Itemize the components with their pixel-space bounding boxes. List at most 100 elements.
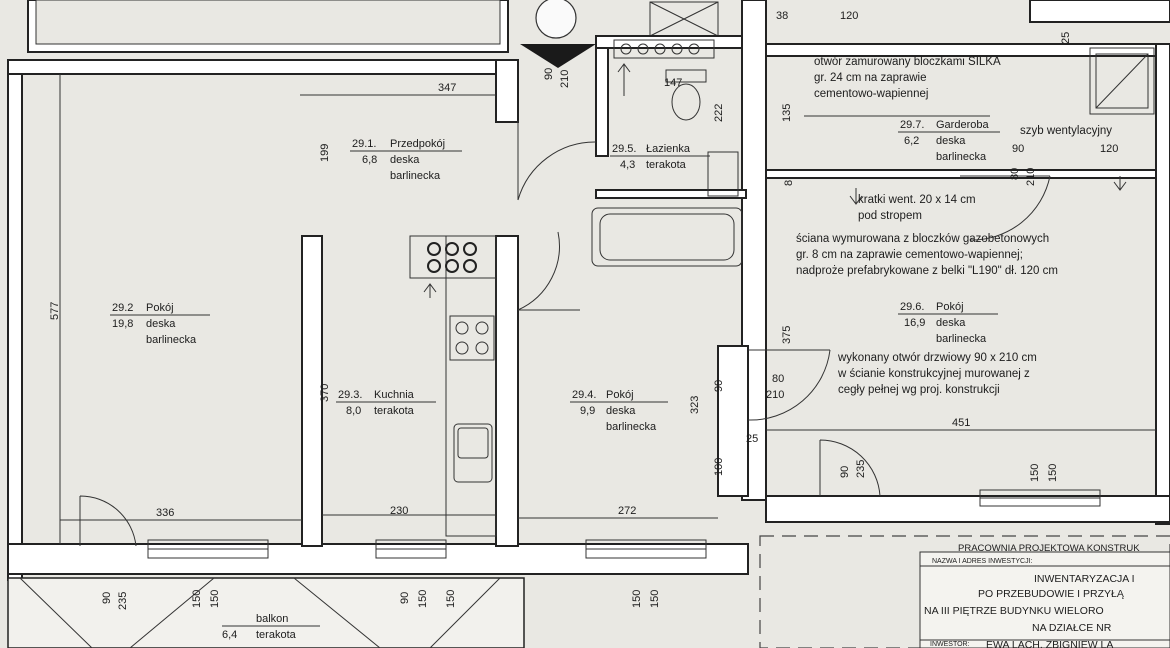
bath-vent-arrow [617, 63, 631, 96]
dimension-label: 90 [543, 68, 555, 80]
room-area: 6,2 [904, 135, 919, 147]
room-name: Łazienka [646, 143, 691, 155]
dimension-label: 100 [713, 458, 725, 476]
dimension-labels: 38 120 25 90 210 147 347 222 135 199 90 … [49, 10, 1118, 610]
room-area: 4,3 [620, 159, 635, 171]
toilet-cistern [665, 69, 707, 83]
dimension-label: 25 [1060, 32, 1072, 44]
room-floor: terakota [256, 629, 297, 641]
dimension-label: 120 [840, 10, 858, 22]
wall-hall-north [495, 59, 519, 123]
room-area: 9,9 [580, 405, 595, 417]
bath-north-wall [595, 35, 757, 49]
balcony-door-swing [79, 495, 137, 547]
room-id: 29.6. [900, 301, 924, 313]
kitchen-hob-top [409, 235, 497, 279]
dimension-label: 230 [390, 505, 408, 517]
room-id: 29.1. [352, 138, 376, 150]
room-floor: terakota [646, 159, 687, 171]
note-kratki: kratki went. 20 x 14 cm pod stropem [858, 194, 976, 222]
vent-arrow-right [1113, 176, 1127, 191]
dimension-label: 135 [781, 104, 793, 122]
room-label-przedpokoj: 29.1. Przedpokój 6,8 deska barlinecka [350, 138, 462, 182]
bath-vent-grille [613, 39, 715, 59]
room-name: Pokój [936, 301, 964, 313]
room-floor: deska [936, 317, 966, 329]
dimension-label: 25 [746, 433, 758, 445]
west-wall [7, 59, 23, 581]
investor-name: EWA LACH, ZBIGNIEW LA [986, 639, 1113, 648]
room-floor-2: barlinecka [390, 170, 441, 182]
studio-name: PRACOWNIA PROJEKTOWA KONSTRUK [958, 543, 1140, 554]
note-szyb-wentylacyjny: szyb wentylacyjny [1020, 125, 1112, 137]
balcony-slab [7, 577, 525, 648]
washbasin [707, 151, 739, 197]
dimension-label: 451 [952, 417, 970, 429]
dimension-label: 150 [209, 590, 221, 608]
note-otwor-zamurowany: otwór zamurowany bloczkami SILKA gr. 24 … [804, 56, 1001, 117]
room-floor-2: barlinecka [146, 334, 197, 346]
dimension-label: 222 [713, 104, 725, 122]
north-wall-left [7, 59, 517, 75]
kitchen-vent-arrow [423, 283, 437, 298]
balcony-door-swing-right [819, 439, 881, 497]
room-id: 29.2 [112, 302, 133, 314]
dimension-label: 90 [101, 592, 113, 604]
dimension-label: 150 [417, 590, 429, 608]
dimension-label: 38 [776, 10, 788, 22]
room-296-door-swing [747, 349, 831, 421]
room-area: 6,4 [222, 629, 237, 641]
note-line: pod stropem [858, 210, 922, 222]
room-area: 6,8 [362, 154, 377, 166]
room-label-pokoj-296: 29.6. Pokój 16,9 deska barlinecka [898, 301, 998, 345]
bath-door-swing [517, 120, 597, 201]
room-name: Pokój [606, 389, 634, 401]
dimension-label: 235 [117, 592, 129, 610]
dimension-label: 150 [649, 590, 661, 608]
dimension-label: 235 [855, 460, 867, 478]
title-block [919, 551, 1170, 648]
door-jamb-wall [717, 345, 749, 497]
wall-kitchen-room [495, 235, 519, 547]
dimension-label: 150 [631, 590, 643, 608]
room-id: 29.3. [338, 389, 362, 401]
ventilation-shaft [1089, 47, 1155, 115]
bathtub [591, 207, 743, 267]
dimension-label: 577 [49, 302, 61, 320]
room-floor: terakota [374, 405, 415, 417]
room-name: balkon [256, 613, 288, 625]
room-floor-2: barlinecka [936, 333, 987, 345]
south-wall-right [765, 495, 1170, 523]
room-id: 29.5. [612, 143, 636, 155]
note-line: wykonany otwór drzwiowy 90 x 210 cm [837, 352, 1037, 364]
top-structure-inner [35, 0, 501, 45]
dimension-label: 370 [319, 384, 331, 402]
ventilation-column [535, 0, 577, 39]
dimension-label: 150 [445, 590, 457, 608]
dimension-label: 150 [191, 590, 203, 608]
room-floor: deska [146, 318, 176, 330]
room-floor-2: barlinecka [936, 151, 987, 163]
room-area: 16,9 [904, 317, 925, 329]
room-area: 19,8 [112, 318, 133, 330]
wardrobe-door-swing [960, 175, 1051, 241]
room-label-balkon: balkon 6,4 terakota [222, 613, 320, 641]
dimension-label: 150 [1029, 464, 1041, 482]
dimension-label: 90 [399, 592, 411, 604]
kitchen-sink [453, 423, 493, 483]
room-id: 29.4. [572, 389, 596, 401]
note-line: gr. 8 cm na zaprawie cementowo-wapiennej… [796, 249, 1023, 261]
project-line-4: NA DZIAŁCE NR [1032, 622, 1112, 634]
dimension-label: 323 [689, 396, 701, 414]
dimension-label: 147 [664, 77, 682, 89]
room-label-lazienka: 29.5. Łazienka 4,3 terakota [610, 143, 710, 171]
dimension-label: 80 [1009, 168, 1021, 180]
room-294-door-swing [517, 231, 580, 311]
note-line: kratki went. 20 x 14 cm [858, 194, 976, 206]
dimension-label: 347 [438, 82, 456, 94]
project-line-1: INWENTARYZACJA I [1034, 573, 1135, 585]
dimension-label: 272 [618, 505, 636, 517]
room-label-kuchnia: 29.3. Kuchnia 8,0 terakota [336, 389, 436, 417]
wall-room-kitchen [301, 235, 323, 547]
